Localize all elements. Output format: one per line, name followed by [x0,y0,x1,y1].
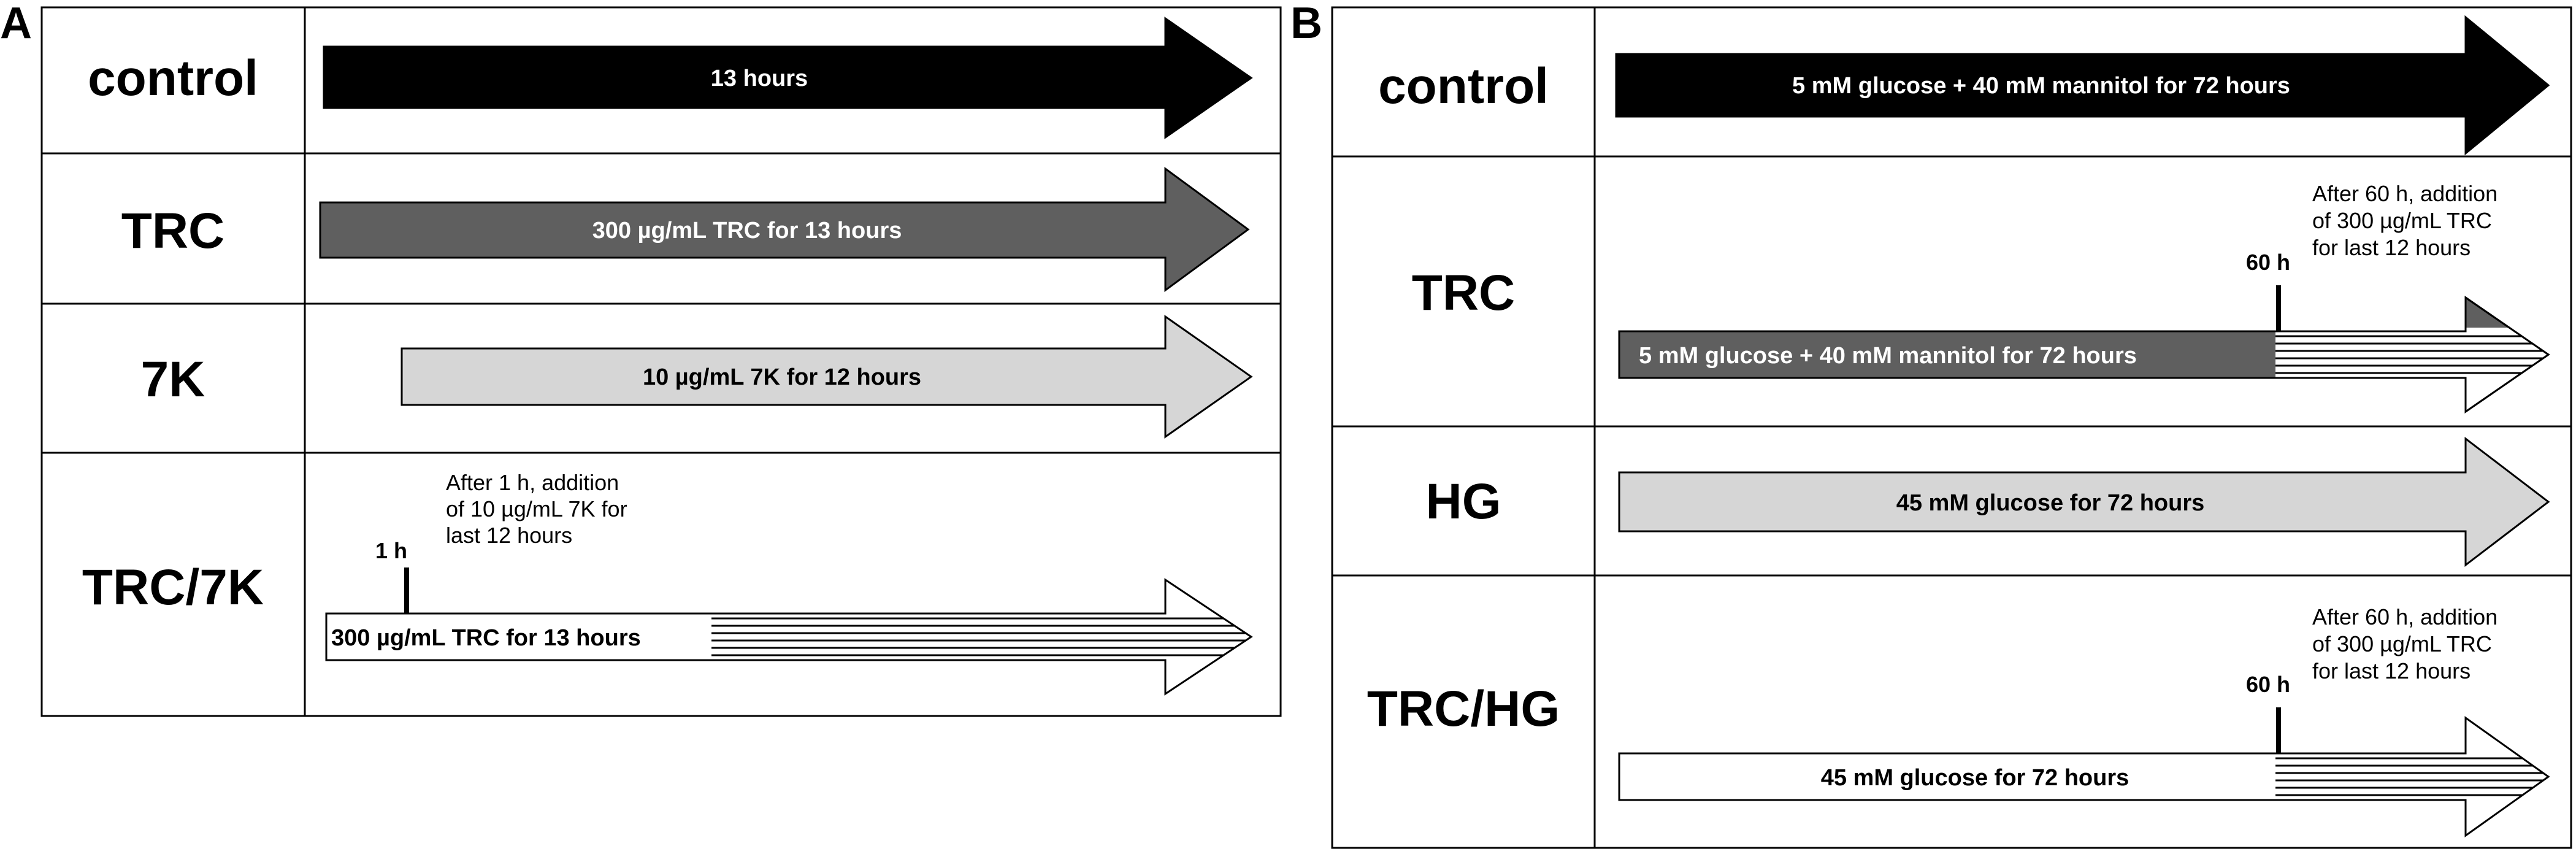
note-line: for last 12 hours [2312,658,2471,683]
hatch-lines [2275,335,2548,374]
arrow-label: 45 mM glucose for 72 hours [1896,490,2205,516]
row-label-hg: HG [1426,474,1501,529]
row-label-trc-7k: TRC/7K [82,560,264,615]
row-label-control: control [88,50,258,106]
panel-b-frame [1331,6,2572,849]
arrow-label: 13 hours [711,66,808,91]
note-line: for last 12 hours [2312,235,2471,260]
hatch-lines [2275,757,2548,796]
note-line: of 300 µg/mL TRC [2312,208,2492,233]
panel-a-frame [40,6,1282,717]
row-label-7k: 7K [141,352,205,407]
note-line: After 1 h, addition [446,470,619,495]
arrow-label: 300 µg/mL TRC for 13 hours [592,218,902,244]
tick-label: 60 h [2246,672,2290,697]
panel-a-letter: A [0,0,32,48]
arrow-label: 5 mM glucose + 40 mM mannitol for 72 hou… [1639,343,2137,369]
panel-b: B control TRC HG TRC/HG 5 mM glucose + 4… [1290,0,2572,849]
hatch-lines [711,617,1251,656]
row-label-trc: TRC [121,203,225,259]
arrow-trc-7k-a [325,578,1253,696]
arrow-hg-b [1618,436,2550,567]
arrow-label: 5 mM glucose + 40 mM mannitol for 72 hou… [1792,73,2290,99]
note-line: After 60 h, addition [2312,181,2497,206]
tick-label: 60 h [2246,250,2290,275]
tick-label: 1 h [375,538,407,563]
arrow-control-a [323,17,1253,139]
arrow-trc-a [319,167,1250,292]
row-label-trc: TRC [1412,265,1516,321]
arrow-7k-a [401,315,1253,439]
note-line: of 10 µg/mL 7K for [446,496,627,521]
note-line: After 60 h, addition [2312,604,2497,629]
note-line: of 300 µg/mL TRC [2312,631,2492,656]
note-line: last 12 hours [446,523,572,548]
arrow-label: 10 µg/mL 7K for 12 hours [643,364,921,390]
panel-b-letter: B [1290,0,1322,48]
arrow-label: 45 mM glucose for 72 hours [1821,765,2129,791]
arrow-trc-hg-b [1618,716,2550,837]
arrow-control-b [1615,15,2550,156]
arrow-label: 300 µg/mL TRC for 13 hours [331,625,641,651]
row-label-control: control [1378,58,1549,114]
panel-a: A control TRC 7K TRC/7K 13 hours 300 µg/… [0,0,1282,717]
row-label-trc-hg: TRC/HG [1367,681,1560,737]
arrow-outline [1618,296,2550,414]
